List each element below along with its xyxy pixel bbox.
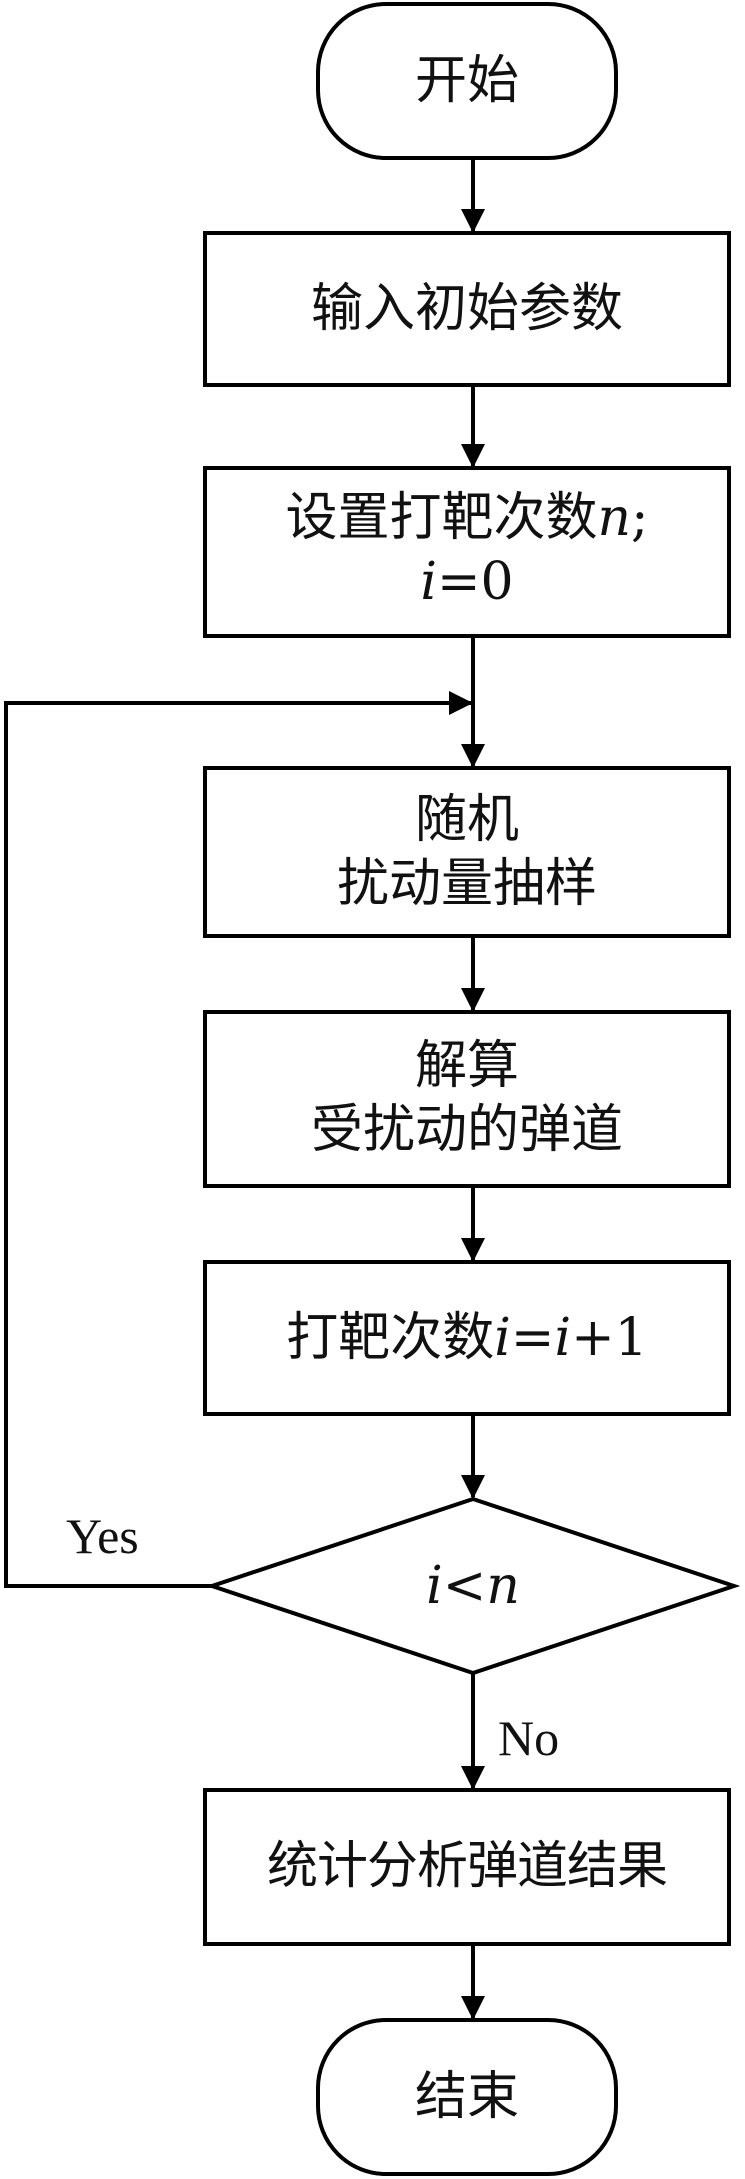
end-terminator — [316, 2018, 618, 2176]
set-count-box — [203, 466, 731, 638]
start-terminator — [316, 2, 618, 160]
analyze-box — [203, 1788, 731, 1946]
yes-label: Yes — [66, 1508, 139, 1564]
sample-label: 随机 扰动量抽样 — [336, 790, 597, 914]
no-label: No — [498, 1710, 560, 1766]
input-params-box — [203, 231, 731, 387]
increment-box — [203, 1260, 731, 1416]
start-label: 开始 — [414, 51, 519, 111]
input-params-label: 输入初始参数 — [310, 279, 623, 339]
solve-label: 解算 受扰动的弹道 — [310, 1036, 623, 1160]
yes-loop-line — [4, 701, 473, 1588]
end-label: 结束 — [414, 2067, 519, 2127]
increment-label: 打靶次数i=i+1 — [286, 1308, 648, 1368]
set-count-label: 设置打靶次数n; i=0 — [285, 488, 649, 612]
decision-label: i<n — [426, 1556, 520, 1616]
sample-box — [203, 766, 731, 938]
analyze-label: 统计分析弹道结果 — [266, 1837, 668, 1896]
solve-box — [203, 1010, 731, 1188]
